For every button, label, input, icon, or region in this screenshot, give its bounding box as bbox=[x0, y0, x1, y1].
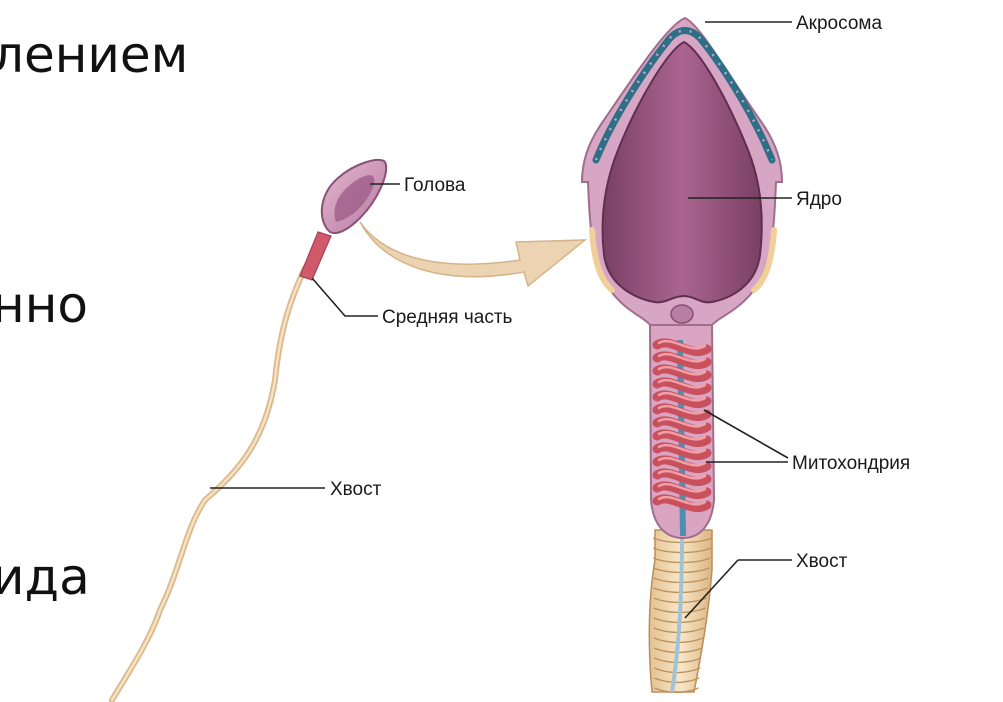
label-acrosome: Акросома bbox=[796, 13, 882, 34]
label-nucleus: Ядро bbox=[796, 189, 842, 210]
label-midpiece: Средняя часть bbox=[382, 307, 513, 328]
label-tail-right: Хвост bbox=[796, 551, 848, 572]
small-sperm-midpiece bbox=[300, 232, 331, 280]
small-sperm-tail bbox=[112, 268, 305, 700]
nucleus-shape bbox=[603, 42, 762, 302]
zoom-arrow bbox=[360, 222, 585, 286]
large-sperm bbox=[582, 18, 782, 693]
large-sperm-tail bbox=[649, 530, 712, 693]
label-tail-left: Хвост bbox=[330, 479, 382, 500]
label-mitochondria: Митохондрия bbox=[792, 453, 910, 474]
label-head: Голова bbox=[404, 175, 466, 196]
small-sperm bbox=[112, 160, 386, 700]
